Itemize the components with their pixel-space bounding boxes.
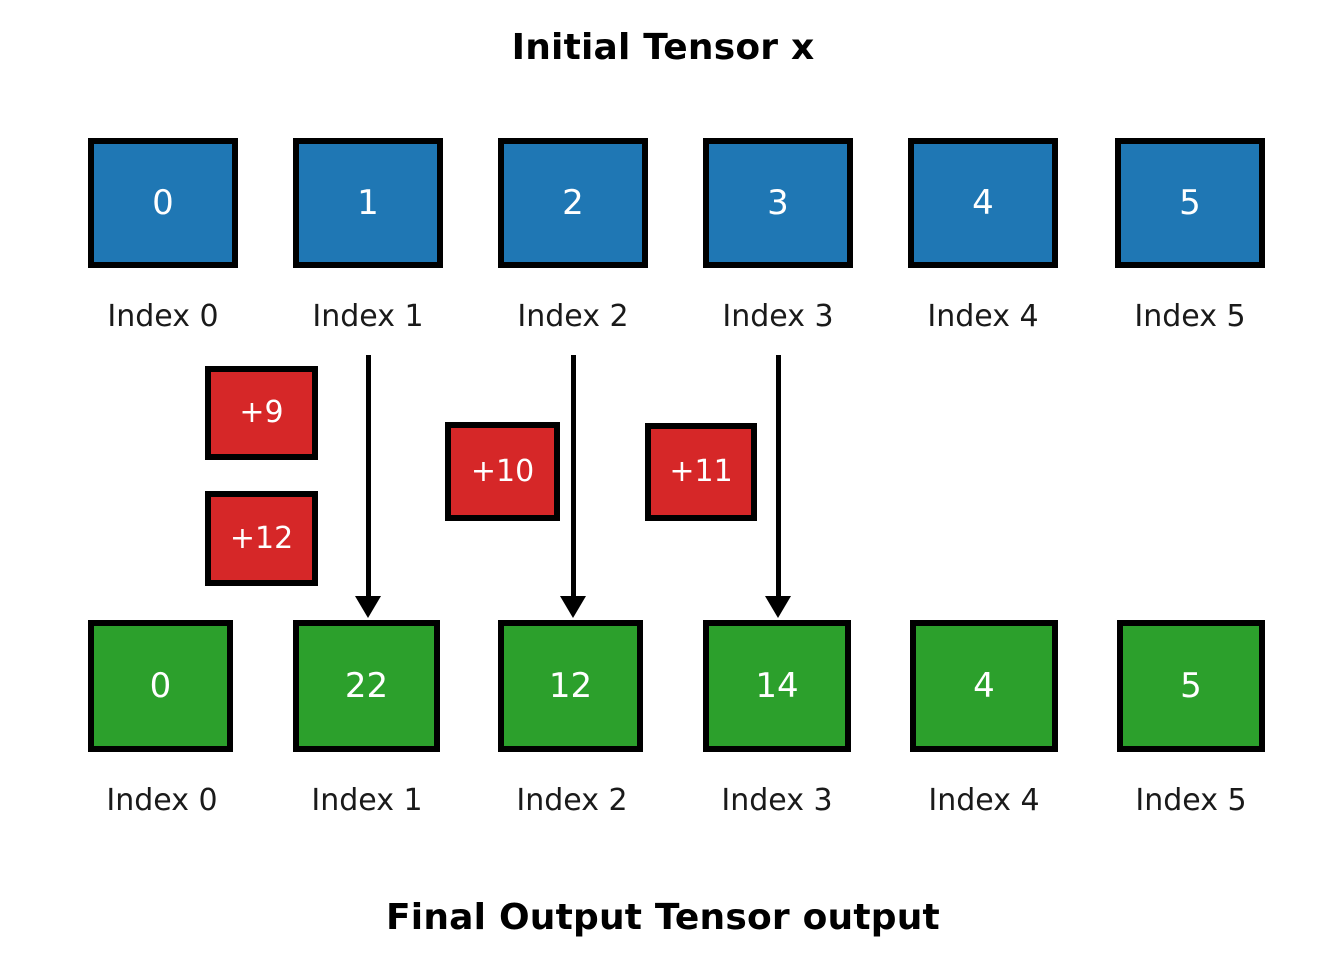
- arrow-head-index-1: [355, 596, 381, 618]
- output-cell-4: 4: [910, 620, 1058, 752]
- output-cell-3-value: 14: [755, 666, 799, 706]
- output-index-label-2: Index 2: [516, 783, 628, 818]
- input-cell-3: 3: [703, 138, 853, 268]
- output-index-label-1: Index 1: [311, 783, 423, 818]
- arrow-head-index-2: [560, 596, 586, 618]
- input-index-label-4: Index 4: [927, 299, 1039, 334]
- output-index-label-4: Index 4: [928, 783, 1040, 818]
- input-cell-0-value: 0: [152, 183, 174, 223]
- output-cell-2: 12: [498, 620, 643, 752]
- output-index-label-5: Index 5: [1135, 783, 1247, 818]
- output-index-label-0: Index 0: [106, 783, 218, 818]
- input-cell-1: 1: [293, 138, 443, 268]
- update-box-plus-12-value: +12: [229, 520, 294, 556]
- input-index-label-5: Index 5: [1134, 299, 1246, 334]
- page-title-final-output-tensor: Final Output Tensor output: [386, 897, 940, 938]
- output-cell-5: 5: [1117, 620, 1265, 752]
- output-cell-1: 22: [293, 620, 440, 752]
- arrow-head-index-3: [765, 596, 791, 618]
- output-cell-0-value: 0: [149, 666, 172, 706]
- input-cell-2-value: 2: [562, 183, 584, 223]
- input-cell-5-value: 5: [1179, 183, 1201, 223]
- update-box-plus-9: +9: [205, 366, 318, 460]
- update-box-plus-10: +10: [445, 422, 560, 521]
- input-index-label-3: Index 3: [722, 299, 834, 334]
- update-box-plus-10-value: +10: [470, 453, 535, 489]
- input-cell-4-value: 4: [972, 183, 994, 223]
- input-index-label-2: Index 2: [517, 299, 629, 334]
- input-index-label-0: Index 0: [107, 299, 219, 334]
- arrow-line-index-3: [776, 355, 781, 598]
- output-cell-0: 0: [88, 620, 233, 752]
- update-box-plus-11: +11: [645, 423, 757, 521]
- output-cell-2-value: 12: [548, 666, 593, 706]
- input-cell-0: 0: [88, 138, 238, 268]
- update-box-plus-12: +12: [205, 491, 318, 586]
- input-cell-3-value: 3: [767, 183, 789, 223]
- output-cell-4-value: 4: [973, 666, 995, 706]
- input-cell-2: 2: [498, 138, 648, 268]
- arrow-line-index-1: [366, 355, 371, 598]
- output-cell-3: 14: [703, 620, 851, 752]
- output-cell-5-value: 5: [1180, 666, 1202, 706]
- output-cell-1-value: 22: [344, 666, 389, 706]
- input-cell-4: 4: [908, 138, 1058, 268]
- arrow-line-index-2: [571, 355, 576, 598]
- update-box-plus-9-value: +9: [239, 395, 284, 430]
- page-title-initial-tensor: Initial Tensor x: [511, 27, 815, 68]
- input-cell-5: 5: [1115, 138, 1265, 268]
- input-cell-1-value: 1: [357, 183, 379, 223]
- output-index-label-3: Index 3: [721, 783, 833, 818]
- input-index-label-1: Index 1: [312, 299, 424, 334]
- update-box-plus-11-value: +11: [669, 454, 733, 489]
